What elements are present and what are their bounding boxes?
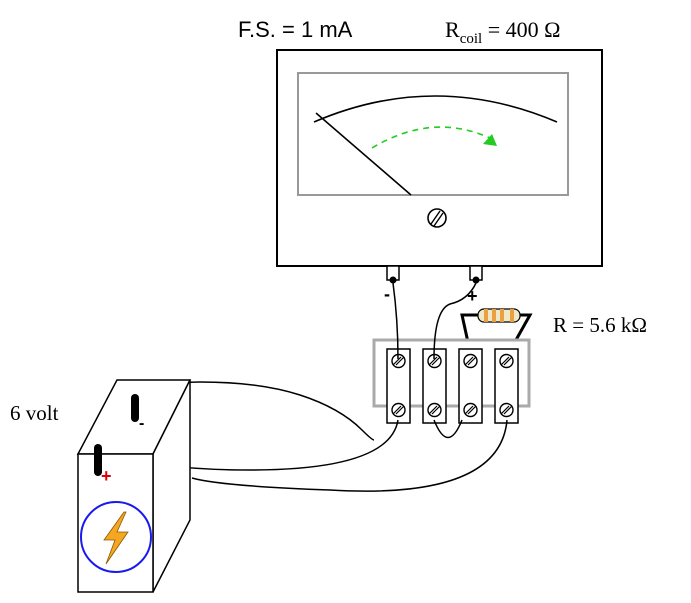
slotted-screw-icon (499, 353, 514, 369)
wire-strip-return (191, 419, 508, 492)
terminal-block-4 (494, 348, 519, 424)
coil-label-subscript: coil (460, 31, 483, 47)
lightning-bolt-icon (103, 511, 129, 565)
slotted-screw-icon (463, 402, 478, 418)
meter-needle (315, 112, 412, 196)
wire-meter-positive-to-strip (433, 282, 477, 360)
slotted-screw-icon (427, 402, 442, 418)
slotted-screw-icon (463, 353, 478, 369)
slotted-screw-icon (391, 402, 406, 418)
meter-terminal-negative (386, 265, 400, 284)
battery: + - (76, 379, 192, 593)
battery-negative-sign: - (139, 415, 144, 432)
terminal-block-2 (422, 348, 447, 424)
meter-scale-arc (313, 95, 558, 123)
battery-terminal-negative (131, 394, 139, 422)
zero-adjust-screw-icon (427, 208, 447, 228)
battery-positive-sign: + (101, 466, 112, 486)
terminal-block-1 (386, 348, 411, 424)
resistor-band-2 (492, 309, 496, 322)
deflection-arrow-icon (371, 126, 497, 149)
meter-face (297, 72, 569, 196)
terminal-block-3 (458, 348, 483, 424)
resistor-label: R = 5.6 kΩ (553, 313, 647, 337)
slotted-screw-icon (499, 402, 514, 418)
resistor-band-1 (484, 309, 488, 322)
resistor-band-3 (500, 309, 504, 322)
battery-voltage-label: 6 volt (10, 401, 59, 425)
terminal-strip (372, 338, 531, 424)
meter-terminal-positive (469, 265, 483, 284)
battery-terminal-positive (94, 444, 102, 476)
full-scale-label: F.S. = 1 mA (238, 17, 353, 42)
coil-label-value: = 400 Ω (482, 17, 560, 42)
coil-label-prefix: R (445, 17, 460, 42)
meter-positive-sign: + (467, 286, 478, 306)
wire-jumper (433, 419, 463, 439)
wire-meter-negative-to-strip (392, 282, 399, 360)
meter-negative-sign: - (384, 284, 390, 304)
resistor-band-4 (510, 309, 514, 322)
analog-meter: - + (276, 49, 603, 306)
coil-resistance-label: Rcoil = 400 Ω (445, 17, 560, 47)
